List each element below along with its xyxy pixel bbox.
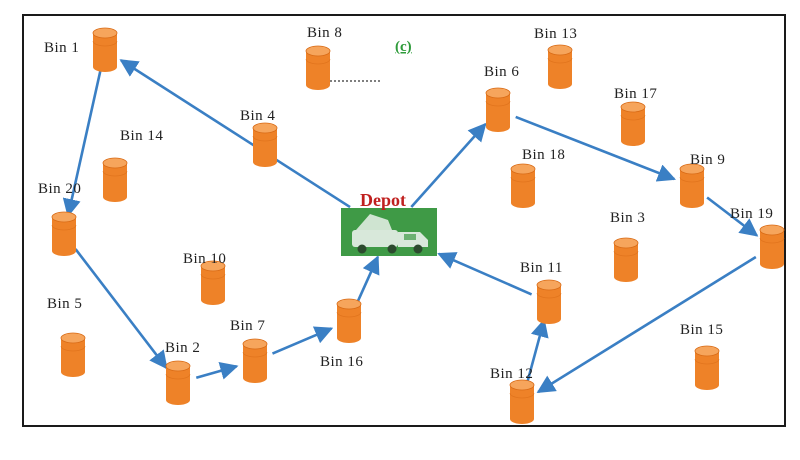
depot: Depot bbox=[341, 190, 437, 256]
bins-layer: Bin 1 Bin 2 Bin 3 Bin 4 Bin 5 Bin 6 Bin 7 Bin 8… bbox=[38, 25, 785, 424]
bin-lid bbox=[694, 345, 720, 357]
bin-label: Bin 10 bbox=[183, 251, 226, 267]
bin-cylinder-icon bbox=[103, 163, 127, 202]
bin-19: Bin 19 bbox=[730, 206, 785, 269]
route-arrow-bin11-to-depot bbox=[437, 252, 533, 296]
bin-label: Bin 7 bbox=[230, 318, 265, 334]
bin-cylinder-icon bbox=[511, 169, 535, 208]
bin-cylinder-icon bbox=[337, 304, 361, 343]
bin-lid bbox=[759, 224, 785, 236]
bin-2: Bin 2 bbox=[165, 340, 200, 405]
bin-label: Bin 14 bbox=[120, 128, 163, 144]
bin-cylinder-icon bbox=[510, 385, 534, 424]
bin-15: Bin 15 bbox=[680, 322, 723, 390]
bin-cylinder-icon bbox=[306, 51, 330, 90]
bin-label: Bin 20 bbox=[38, 181, 81, 197]
bin-cylinder-icon bbox=[253, 128, 277, 167]
bin-label: Bin 12 bbox=[490, 366, 533, 382]
bin-cylinder-icon bbox=[760, 230, 784, 269]
bin-11: Bin 11 bbox=[520, 260, 563, 324]
bin-label: Bin 4 bbox=[240, 108, 275, 124]
bin-cylinder-icon bbox=[93, 33, 117, 72]
route-arrow-bin16-to-depot bbox=[355, 255, 380, 305]
bin-cylinder-icon bbox=[61, 338, 85, 377]
bin-cylinder-icon bbox=[52, 217, 76, 256]
bin-10: Bin 10 bbox=[183, 251, 226, 305]
bin-cylinder-icon bbox=[243, 344, 267, 383]
bin-12: Bin 12 bbox=[490, 366, 535, 424]
bin-label: Bin 9 bbox=[690, 152, 725, 168]
route-arrow-bin2-to-bin7 bbox=[195, 361, 239, 380]
bin-lid bbox=[60, 332, 86, 344]
bin-label: Bin 17 bbox=[614, 86, 657, 102]
bin-lid bbox=[200, 260, 226, 272]
bin-18: Bin 18 bbox=[510, 147, 565, 208]
bin-lid bbox=[252, 122, 278, 134]
route-arrow-bin12-to-bin11 bbox=[525, 318, 549, 384]
bin-lid bbox=[242, 338, 268, 350]
bin-label: Bin 18 bbox=[522, 147, 565, 163]
bin-label: Bin 2 bbox=[165, 340, 200, 356]
route-arrows bbox=[62, 59, 759, 394]
bin-5: Bin 5 bbox=[47, 296, 86, 377]
bin-label: Bin 11 bbox=[520, 260, 563, 276]
bin-cylinder-icon bbox=[621, 107, 645, 146]
bin-cylinder-icon bbox=[695, 351, 719, 390]
bin-8: Bin 8 bbox=[305, 25, 342, 90]
bin-20: Bin 20 bbox=[38, 181, 81, 256]
bin-cylinder-icon bbox=[614, 243, 638, 282]
route-arrow-depot-to-bin1 bbox=[119, 59, 351, 209]
route-arrow-bin6-to-bin9 bbox=[515, 115, 677, 182]
bin-4: Bin 4 bbox=[240, 108, 278, 167]
bin-lid bbox=[547, 44, 573, 56]
bin-13: Bin 13 bbox=[534, 26, 577, 89]
bin-cylinder-icon bbox=[548, 50, 572, 89]
bin-label: Bin 19 bbox=[730, 206, 773, 222]
bin-14: Bin 14 bbox=[102, 128, 163, 202]
bin-17: Bin 17 bbox=[614, 86, 657, 146]
bin-label: Bin 5 bbox=[47, 296, 82, 312]
bin-lid bbox=[165, 360, 191, 372]
bin-cylinder-icon bbox=[201, 266, 225, 305]
depot-label: Depot bbox=[360, 190, 406, 210]
bin-cylinder-icon bbox=[166, 366, 190, 405]
bin-cylinder-icon bbox=[486, 93, 510, 132]
bin-lid bbox=[336, 298, 362, 310]
bin-lid bbox=[679, 163, 705, 175]
route-arrow-bin7-to-bin16 bbox=[271, 326, 334, 355]
bin-6: Bin 6 bbox=[484, 64, 519, 132]
bin-label: Bin 3 bbox=[610, 210, 645, 226]
panel-label: (c) bbox=[395, 39, 412, 55]
bin-cylinder-icon bbox=[537, 285, 561, 324]
bin-1: Bin 1 bbox=[44, 27, 118, 72]
bin-label: Bin 1 bbox=[44, 40, 79, 56]
bin-7: Bin 7 bbox=[230, 318, 268, 383]
bin-lid bbox=[613, 237, 639, 249]
route-arrow-bin20-to-bin2 bbox=[74, 248, 168, 370]
route-arrow-bin1-to-bin20 bbox=[62, 68, 103, 218]
bin-16: Bin 16 bbox=[320, 298, 363, 370]
bin-lid bbox=[485, 87, 511, 99]
bin-label: Bin 13 bbox=[534, 26, 577, 42]
bin-lid bbox=[92, 27, 118, 39]
bin-label: Bin 16 bbox=[320, 354, 363, 370]
route-arrow-bin9-to-bin19 bbox=[706, 196, 759, 237]
bin-lid bbox=[51, 211, 77, 223]
bin-label: Bin 6 bbox=[484, 64, 519, 80]
garbage-truck-icon bbox=[352, 214, 428, 254]
route-arrow-depot-to-bin6 bbox=[410, 122, 487, 208]
bin-lid bbox=[620, 101, 646, 113]
bin-lid bbox=[510, 163, 536, 175]
bin-lid bbox=[102, 157, 128, 169]
bin-label: Bin 15 bbox=[680, 322, 723, 338]
bin-lid bbox=[305, 45, 331, 57]
bin-cylinder-icon bbox=[680, 169, 704, 208]
bin-9: Bin 9 bbox=[679, 152, 725, 208]
route-arrow-bin19-to-bin12 bbox=[536, 255, 757, 394]
bin-3: Bin 3 bbox=[610, 210, 645, 282]
bin-lid bbox=[509, 379, 535, 391]
bin-lid bbox=[536, 279, 562, 291]
bin-label: Bin 8 bbox=[307, 25, 342, 41]
